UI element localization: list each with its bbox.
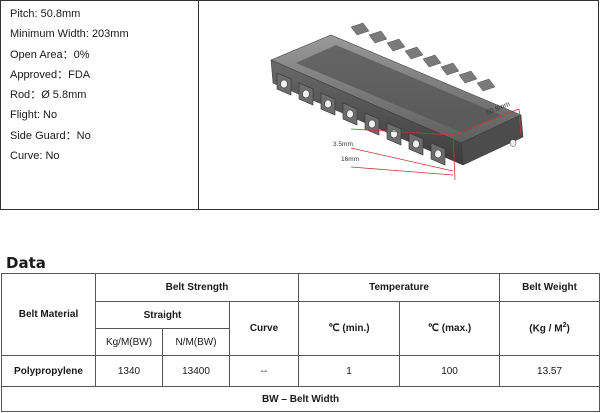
cell-temp-max: 100 (399, 355, 501, 387)
spec-pitch: Pitch: 50.8mm (10, 8, 81, 20)
cell-weight: 13.57 (499, 355, 600, 387)
back-teeth (350, 22, 496, 92)
spec-curve: Curve: No (10, 150, 60, 163)
footnote-belt-width: BW – Belt Width (0, 386, 600, 412)
spec-open-area: Open Area：0% (10, 48, 90, 61)
header-kg-m-bw: Kg/M(BW) (95, 328, 163, 356)
section-title: Data (6, 254, 46, 272)
header-temp-max: ℃ (max.) (399, 301, 501, 356)
spec-panel: Pitch: 50.8mm Minimum Width: 203mm Open … (0, 0, 599, 210)
cell-curve: -- (228, 355, 300, 387)
belt-module-image: 50.8mm 3.5mm 16mm (270, 22, 524, 181)
cell-material: Polypropylene (1, 355, 96, 387)
spec-approved: Approved：FDA (10, 68, 91, 81)
header-weight-unit: (Kg / M2) (499, 301, 600, 356)
header-belt-strength: Belt Strength (94, 273, 300, 302)
dimension-lines (350, 108, 522, 181)
dim-b-label: 16mm (341, 156, 359, 163)
spec-rod: Rod：Ø 5.8mm (10, 89, 87, 102)
spec-flight: Flight: No (10, 109, 58, 122)
header-belt-weight: Belt Weight (499, 273, 600, 302)
front-knuckles (276, 72, 446, 166)
spec-divider (198, 1, 199, 209)
spec-minimum-width: Minimum Width: 203mm (10, 28, 129, 41)
header-temperature: Temperature (298, 273, 501, 302)
spec-list: Pitch: 50.8mm Minimum Width: 203mm Open … (10, 4, 129, 166)
cell-temp-min: 1 (298, 355, 401, 387)
header-belt-material: Belt Material (1, 273, 96, 356)
cell-n-m-bw: 13400 (162, 355, 230, 387)
header-temp-min: ℃ (min.) (298, 301, 401, 356)
header-n-m-bw: N/M(BW) (162, 328, 230, 356)
spec-side-guard: Side Guard：No (10, 129, 91, 142)
data-table: Belt Material Belt Strength Temperature … (0, 273, 600, 412)
header-curve: Curve (228, 301, 300, 356)
table-row: Polypropylene 1340 13400 -- 1 100 13.57 (1, 355, 600, 387)
dim-a-label: 3.5mm (333, 141, 353, 148)
weight-unit-superscript: 2 (562, 322, 567, 330)
header-straight: Straight (95, 301, 230, 329)
cell-kg-m-bw: 1340 (95, 355, 163, 387)
